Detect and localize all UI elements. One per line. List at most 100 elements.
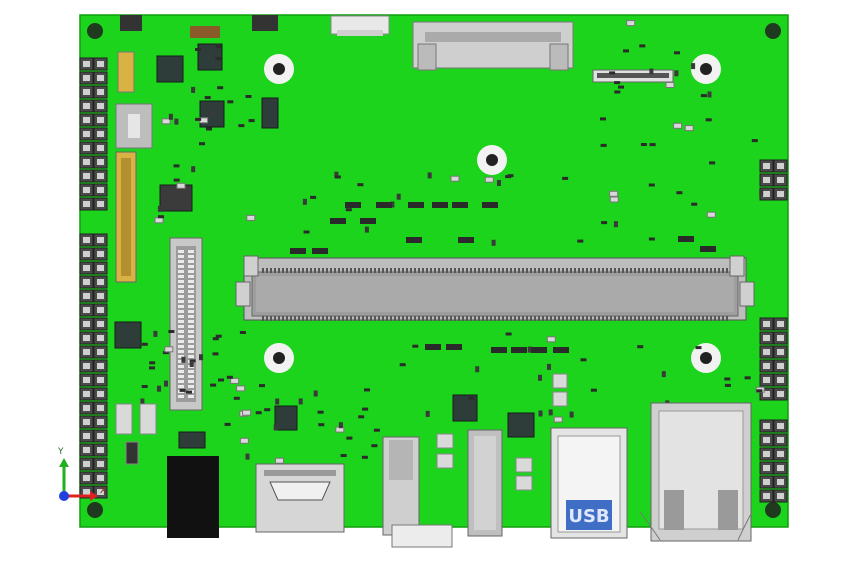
smd-components	[140, 20, 765, 464]
connector-pin	[330, 268, 332, 273]
connector-pin	[666, 316, 668, 321]
header-pad	[83, 279, 90, 285]
connector-pin	[678, 316, 680, 321]
connector-pin	[188, 340, 194, 343]
connector-pin	[474, 316, 476, 321]
resistor-array	[432, 202, 448, 208]
smd-capacitor	[547, 363, 551, 370]
smd-resistor	[168, 330, 175, 333]
smd-capacitor	[191, 166, 196, 173]
header-pad	[777, 437, 784, 443]
connector-pin	[178, 260, 184, 263]
connector-pin	[286, 316, 288, 321]
connector-pin	[486, 268, 488, 273]
header-pad	[763, 479, 770, 485]
header-pad	[763, 451, 770, 457]
header-pad	[83, 251, 90, 257]
connector-pin	[534, 316, 536, 321]
smd-resistor	[179, 388, 186, 392]
smd-part	[609, 196, 619, 203]
connector-pin	[674, 316, 676, 321]
smd-capacitor	[538, 374, 542, 381]
smd-resistor	[215, 334, 222, 338]
connector-pin	[334, 268, 336, 273]
header-pad	[97, 307, 104, 313]
connector-pin	[188, 260, 194, 263]
smd-resistor	[141, 385, 148, 388]
smd-capacitor	[157, 385, 161, 392]
connector-pin	[482, 268, 484, 273]
connector-pin	[282, 268, 284, 273]
smd-resistor	[173, 164, 180, 168]
smd-resistor	[756, 389, 763, 393]
header-pad	[83, 349, 90, 355]
connector-pin	[188, 395, 194, 398]
connector-pin	[630, 268, 632, 273]
connector-pin	[634, 316, 636, 321]
header-pad	[97, 377, 104, 383]
smd-resistor	[362, 407, 369, 411]
connector-pin	[434, 316, 436, 321]
resistor-array	[446, 344, 462, 350]
connector-pin	[526, 316, 528, 321]
smd-capacitor	[538, 410, 543, 417]
connector-pin	[178, 395, 184, 398]
connector-pin	[546, 316, 548, 321]
smd-capacitor	[273, 424, 278, 431]
header-pad	[83, 335, 90, 341]
connector-pin	[626, 316, 628, 321]
smd-resistor	[239, 331, 246, 334]
smd-resistor	[340, 454, 347, 457]
connector-pin	[262, 268, 264, 273]
connector-pin	[390, 268, 392, 273]
header-pad	[83, 391, 90, 397]
connector-pin	[498, 268, 500, 273]
connector-pin	[350, 268, 352, 273]
connector-pin	[434, 268, 436, 273]
connector-pin	[386, 268, 388, 273]
mounting-holes	[87, 23, 781, 518]
connector-pin	[486, 316, 488, 321]
connector-pin	[188, 320, 194, 323]
connector-pin	[530, 268, 532, 273]
connector-pin	[514, 268, 516, 273]
connector-pin	[682, 316, 684, 321]
header-pad	[83, 75, 90, 81]
smd-capacitor	[527, 346, 532, 353]
resistor-array	[452, 202, 468, 208]
connector-pin	[278, 316, 280, 321]
smd-resistor	[648, 183, 655, 187]
usb-marking: USB	[568, 506, 609, 527]
smd-resistor	[724, 383, 731, 387]
header-pad	[97, 201, 104, 207]
connector-pin	[598, 268, 600, 273]
connector-pin	[450, 268, 452, 273]
connector-pin	[518, 268, 520, 273]
header-pad	[83, 461, 90, 467]
smd-resistor	[199, 142, 205, 146]
smd-part	[665, 82, 675, 88]
connector-pin	[188, 295, 194, 298]
connector-pin	[566, 268, 568, 273]
smd-resistor	[649, 143, 656, 147]
connector-pin	[666, 268, 668, 273]
connector-pin	[178, 355, 184, 358]
connector-pin	[266, 316, 268, 321]
header-pad	[97, 145, 104, 151]
connector-pin	[626, 268, 628, 273]
connector-pin	[358, 268, 360, 273]
connector-pin	[690, 316, 692, 321]
connector-pin	[178, 375, 184, 378]
smd-capacitor	[569, 411, 574, 418]
smd-capacitor	[153, 330, 158, 337]
smd-part	[450, 175, 460, 182]
connector-pin	[188, 250, 194, 253]
smd-part	[236, 385, 246, 392]
smd-capacitor	[364, 226, 369, 233]
header-pad	[83, 89, 90, 95]
connector-pin	[706, 316, 708, 321]
connector-pin	[662, 316, 664, 321]
connector-pin	[578, 268, 580, 273]
connector-pin	[550, 268, 552, 273]
